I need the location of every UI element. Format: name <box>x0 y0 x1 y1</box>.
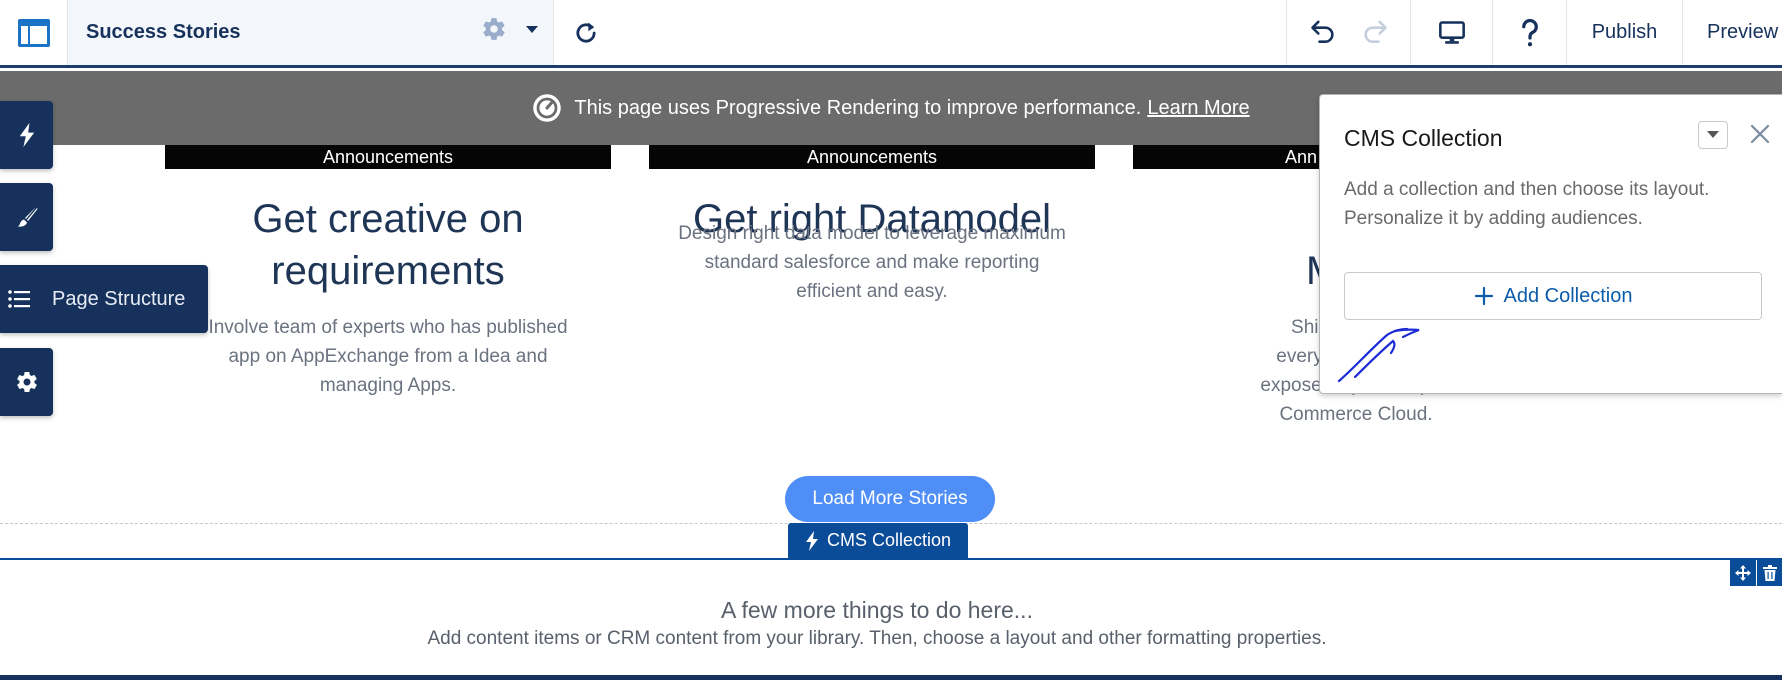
close-icon <box>1750 124 1770 144</box>
card-tag: Announcements <box>649 145 1095 169</box>
cms-tag-label: CMS Collection <box>826 530 952 550</box>
caret-down-icon <box>1707 131 1719 138</box>
story-card: Announcements Get right Datamodel Design… <box>649 145 1095 306</box>
theme-button[interactable] <box>0 183 53 251</box>
components-button[interactable] <box>0 101 53 169</box>
device-preview-button[interactable] <box>1410 0 1492 65</box>
lightning-bolt-icon <box>19 123 34 147</box>
caret-down-icon[interactable] <box>525 22 539 40</box>
card-description: Involve team of experts who has publishe… <box>208 317 568 396</box>
banner-message: This page uses Progressive Rendering to … <box>574 96 1142 119</box>
delete-component-button[interactable] <box>1757 560 1782 586</box>
card-tag: Announcements <box>165 145 611 169</box>
help-button[interactable] <box>1492 0 1566 65</box>
panel-title: CMS Collection <box>1344 125 1503 151</box>
publish-button[interactable]: Publish <box>1566 0 1682 65</box>
move-arrows-icon <box>1735 565 1751 581</box>
empty-state-title: A few more things to do here... <box>721 597 1033 623</box>
cms-collection-component-tag[interactable]: CMS Collection <box>788 523 968 558</box>
gear-icon <box>16 371 37 393</box>
card-description: Design right data model to leverage maxi… <box>678 223 1066 302</box>
move-component-button[interactable] <box>1730 560 1756 586</box>
settings-button[interactable] <box>0 348 53 416</box>
progressive-rendering-banner: This page uses Progressive Rendering to … <box>0 71 1782 145</box>
hand-drawn-arrow-annotation <box>1337 327 1420 383</box>
refresh-button[interactable] <box>554 0 618 65</box>
panel-description: Add a collection and then choose its lay… <box>1344 179 1710 229</box>
builder-menu-button[interactable] <box>0 0 68 65</box>
page-structure-button[interactable]: Page Structure <box>0 265 208 333</box>
refresh-icon <box>576 22 596 43</box>
redo-icon[interactable] <box>1361 16 1389 49</box>
question-mark-icon <box>1521 18 1538 46</box>
add-collection-label: Add Collection <box>1503 284 1633 307</box>
cms-collection-panel: CMS Collection Add a collection and then… <box>1319 94 1782 394</box>
card-title: Get creative on requirements <box>252 197 524 293</box>
layout-icon <box>17 18 50 47</box>
selected-component-border <box>0 558 1782 560</box>
section-bottom-border <box>0 675 1782 680</box>
learn-more-link[interactable]: Learn More <box>1147 96 1250 119</box>
preview-button[interactable]: Preview <box>1682 0 1782 65</box>
paintbrush-icon <box>17 207 37 227</box>
panel-close-button[interactable] <box>1745 119 1775 149</box>
card-title: Get right Datamodel <box>693 197 1051 241</box>
lightning-bolt-icon <box>805 530 818 551</box>
desktop-icon <box>1438 20 1465 44</box>
page-selector[interactable]: Success Stories <box>68 0 554 65</box>
empty-state-subtitle: Add content items or CRM content from yo… <box>427 628 1327 649</box>
top-toolbar: Success Stories <box>0 0 1782 68</box>
trash-icon <box>1762 565 1777 581</box>
page-settings-gear-icon[interactable] <box>481 16 507 47</box>
plus-icon <box>1474 286 1493 306</box>
load-more-stories-button[interactable]: Load More Stories <box>785 476 995 522</box>
list-icon <box>0 290 38 308</box>
story-card: Announcements Get creative on requiremen… <box>165 145 611 400</box>
add-collection-button[interactable]: Add Collection <box>1344 272 1762 320</box>
undo-redo-group <box>1286 0 1410 65</box>
panel-menu-dropdown[interactable] <box>1698 121 1728 149</box>
undo-icon[interactable] <box>1309 16 1337 49</box>
page-title: Success Stories <box>86 21 241 43</box>
page-structure-label: Page Structure <box>52 287 186 310</box>
speedometer-icon <box>533 94 562 122</box>
